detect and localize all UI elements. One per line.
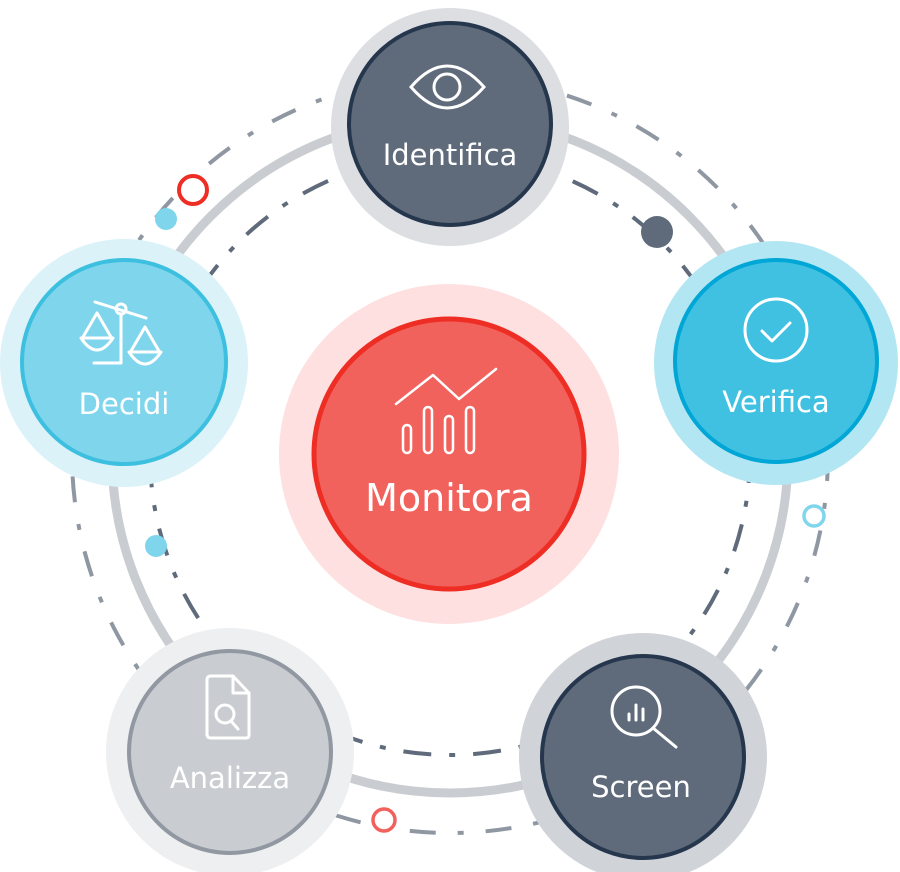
node-disc [20,258,228,466]
node-identifica[interactable]: Identifica [331,8,569,246]
blue-dot-left [145,535,167,557]
node-decidi[interactable]: Decidi [0,239,248,487]
blue-ring-dot-right [802,504,826,528]
node-screen[interactable]: Screen [519,633,767,872]
eye-icon [409,64,486,110]
node-label: Screen [591,770,691,804]
node-label: Analizza [170,761,290,795]
node-label: Decidi [79,387,170,421]
node-label: Verifica [722,385,829,419]
red-ring-dot-bottom [371,807,397,833]
node-disc [347,21,553,227]
balance-scale-icon [79,300,163,366]
node-disc [540,654,746,860]
search-chart-icon [610,685,678,749]
dark-dot-top-right [641,216,673,248]
line-bar-chart-icon [394,367,498,455]
document-search-icon [205,674,251,740]
node-verifica[interactable]: Verifica [654,241,898,485]
node-analizza[interactable]: Analizza [106,628,354,872]
blue-dot-top-left [155,208,177,230]
check-circle-icon [743,297,809,363]
red-ring-dot-top-left [177,174,209,206]
center-node-label: Monitora [365,476,533,520]
center-node-monitora[interactable]: Monitora [279,284,619,624]
node-label: Identifica [383,138,518,172]
node-disc [127,649,333,855]
